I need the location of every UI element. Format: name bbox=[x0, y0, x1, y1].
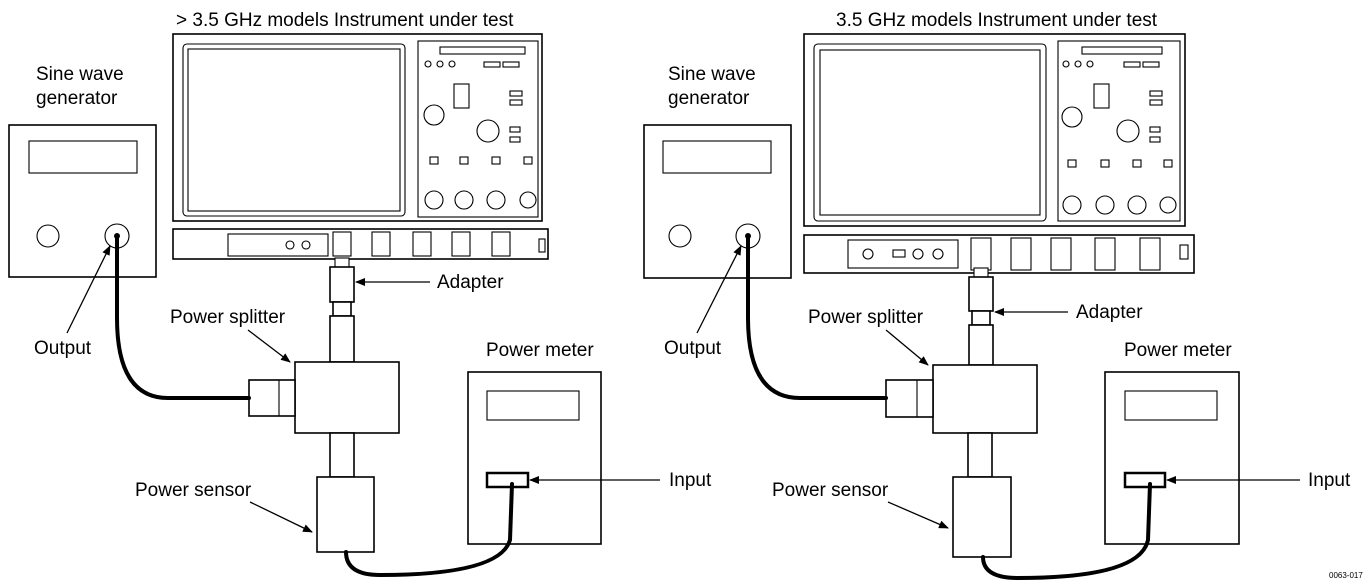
left-sensor-arrow bbox=[249, 501, 313, 533]
right-output-arrow bbox=[696, 245, 742, 334]
right-sensor-label: Power sensor bbox=[772, 480, 889, 501]
right-power-splitter bbox=[885, 364, 1038, 478]
right-power-sensor bbox=[952, 476, 1012, 558]
right-title: 3.5 GHz models Instrument under test bbox=[836, 10, 1158, 31]
left-power-sensor bbox=[316, 476, 375, 553]
left-sensor-label: Power sensor bbox=[135, 480, 252, 501]
left-control-knobs bbox=[423, 60, 537, 210]
left-power-splitter bbox=[248, 361, 400, 478]
right-control-knobs bbox=[1061, 60, 1177, 215]
left-setup: > 3.5 GHz models Instrument under test bbox=[8, 10, 712, 578]
right-power-meter bbox=[1104, 371, 1240, 545]
left-title: > 3.5 GHz models Instrument under test bbox=[176, 10, 514, 31]
left-power-meter bbox=[467, 371, 602, 545]
left-sensor-cable bbox=[344, 482, 514, 578]
right-sensor-arrow bbox=[887, 501, 949, 529]
right-setup: 3.5 GHz models Instrument under test bbox=[643, 10, 1351, 581]
right-generator-label-1: Sine wave bbox=[668, 64, 756, 85]
left-adapter-label: Adapter bbox=[437, 272, 504, 293]
left-generator-cable bbox=[115, 234, 251, 400]
right-splitter-label: Power splitter bbox=[808, 307, 924, 328]
left-meter-label: Power meter bbox=[486, 340, 594, 361]
left-generator-label-1: Sine wave bbox=[36, 64, 124, 85]
left-output-label: Output bbox=[34, 338, 92, 359]
right-adapter-label: Adapter bbox=[1076, 302, 1143, 323]
left-splitter-arrow bbox=[247, 329, 291, 363]
left-channel-inputs bbox=[332, 231, 511, 257]
figure-code: 0063-017 bbox=[1329, 571, 1363, 580]
left-sine-wave-generator bbox=[8, 124, 157, 278]
left-input-label: Input bbox=[669, 470, 712, 491]
left-generator-label-2: generator bbox=[36, 88, 118, 109]
right-generator-cable bbox=[746, 234, 888, 400]
right-output-label: Output bbox=[664, 338, 722, 359]
left-output-arrow bbox=[66, 245, 111, 334]
left-splitter-label: Power splitter bbox=[170, 307, 286, 328]
right-oscilloscope bbox=[803, 33, 1195, 274]
right-splitter-arrow bbox=[885, 329, 929, 366]
right-adapter bbox=[968, 267, 994, 366]
right-generator-label-2: generator bbox=[668, 88, 750, 109]
right-meter-label: Power meter bbox=[1124, 340, 1232, 361]
left-oscilloscope bbox=[172, 33, 549, 260]
right-sine-wave-generator bbox=[643, 124, 792, 279]
right-sensor-cable bbox=[981, 482, 1152, 581]
right-input-label: Input bbox=[1308, 470, 1351, 491]
left-adapter bbox=[329, 257, 355, 363]
